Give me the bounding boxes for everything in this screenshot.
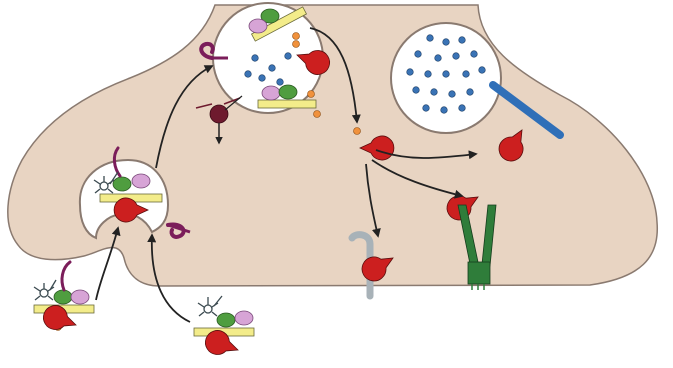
blue-dot xyxy=(463,71,470,78)
blue-dot xyxy=(423,105,430,112)
blue-dot xyxy=(277,79,284,86)
blue-dot xyxy=(459,37,466,44)
blue-dot xyxy=(453,53,460,60)
blue-dot xyxy=(269,65,276,72)
blue-dot xyxy=(285,53,292,60)
blue-dot xyxy=(435,55,442,62)
blue-dot xyxy=(449,91,456,98)
blue-dot xyxy=(443,71,450,78)
blue-dot xyxy=(471,51,478,58)
blue-dot xyxy=(415,51,422,58)
complex-outside-middle xyxy=(194,296,254,361)
blue-dot xyxy=(441,107,448,114)
blue-dot xyxy=(431,89,438,96)
blue-dot xyxy=(245,71,252,78)
blue-dot xyxy=(259,75,266,82)
complex-outside-left xyxy=(34,262,94,336)
blue-dot xyxy=(427,35,434,42)
blue-dot xyxy=(413,87,420,94)
cell-body xyxy=(8,5,657,286)
blue-dot xyxy=(425,71,432,78)
blue-dot xyxy=(407,69,414,76)
blue-dot xyxy=(467,89,474,96)
blue-dot xyxy=(459,105,466,112)
blue-dot xyxy=(252,55,259,62)
blue-dot xyxy=(443,39,450,46)
blue-dot xyxy=(479,67,486,74)
